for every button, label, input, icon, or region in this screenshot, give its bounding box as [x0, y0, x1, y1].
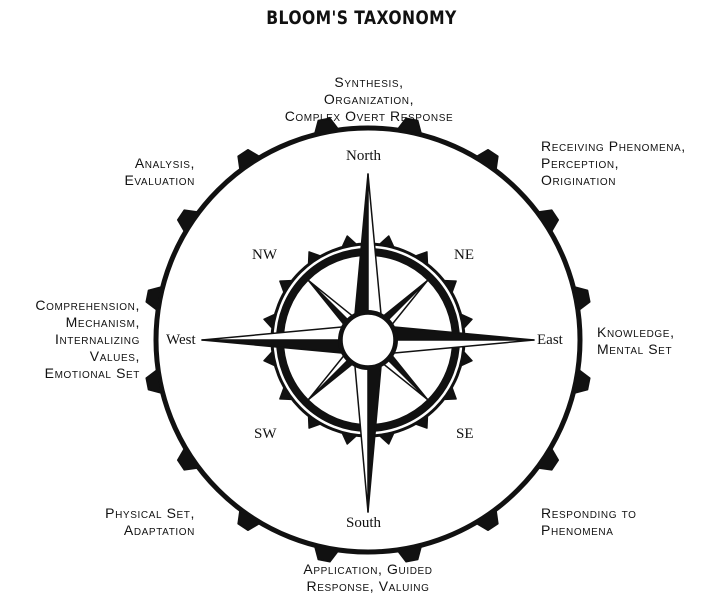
direction-east: East — [537, 332, 563, 349]
inner-ring-tick — [380, 236, 393, 246]
inner-ring-tick — [264, 352, 274, 365]
direction-sw: SW — [254, 426, 277, 443]
direction-nw: NW — [252, 247, 277, 264]
label-southeast: Responding to Phenomena — [541, 505, 637, 539]
label-northwest: Analysis, Evaluation — [124, 155, 195, 189]
inner-ring-tick — [264, 315, 274, 328]
inner-ring-tick — [380, 434, 393, 444]
direction-west: West — [166, 332, 196, 349]
direction-se: SE — [456, 426, 474, 443]
direction-south: South — [346, 515, 381, 532]
inner-ring-tick — [343, 434, 356, 444]
inner-ring-tick — [462, 315, 472, 328]
label-northeast: Receiving Phenomena, Perception, Origina… — [541, 138, 686, 189]
inner-ring-tick — [462, 352, 472, 365]
label-south: Application, Guided Response, Valuing — [268, 561, 468, 595]
label-north: Synthesis, Organization, Complex Overt R… — [246, 74, 492, 125]
center-hub — [342, 314, 394, 366]
inner-ring-tick — [343, 236, 356, 246]
direction-north: North — [346, 148, 381, 165]
label-east: Knowledge, Mental Set — [597, 324, 675, 358]
label-southwest: Physical Set, Adaptation — [105, 505, 195, 539]
direction-ne: NE — [454, 247, 474, 264]
label-west: Comprehension, Mechanism, Internalizing … — [35, 297, 140, 382]
